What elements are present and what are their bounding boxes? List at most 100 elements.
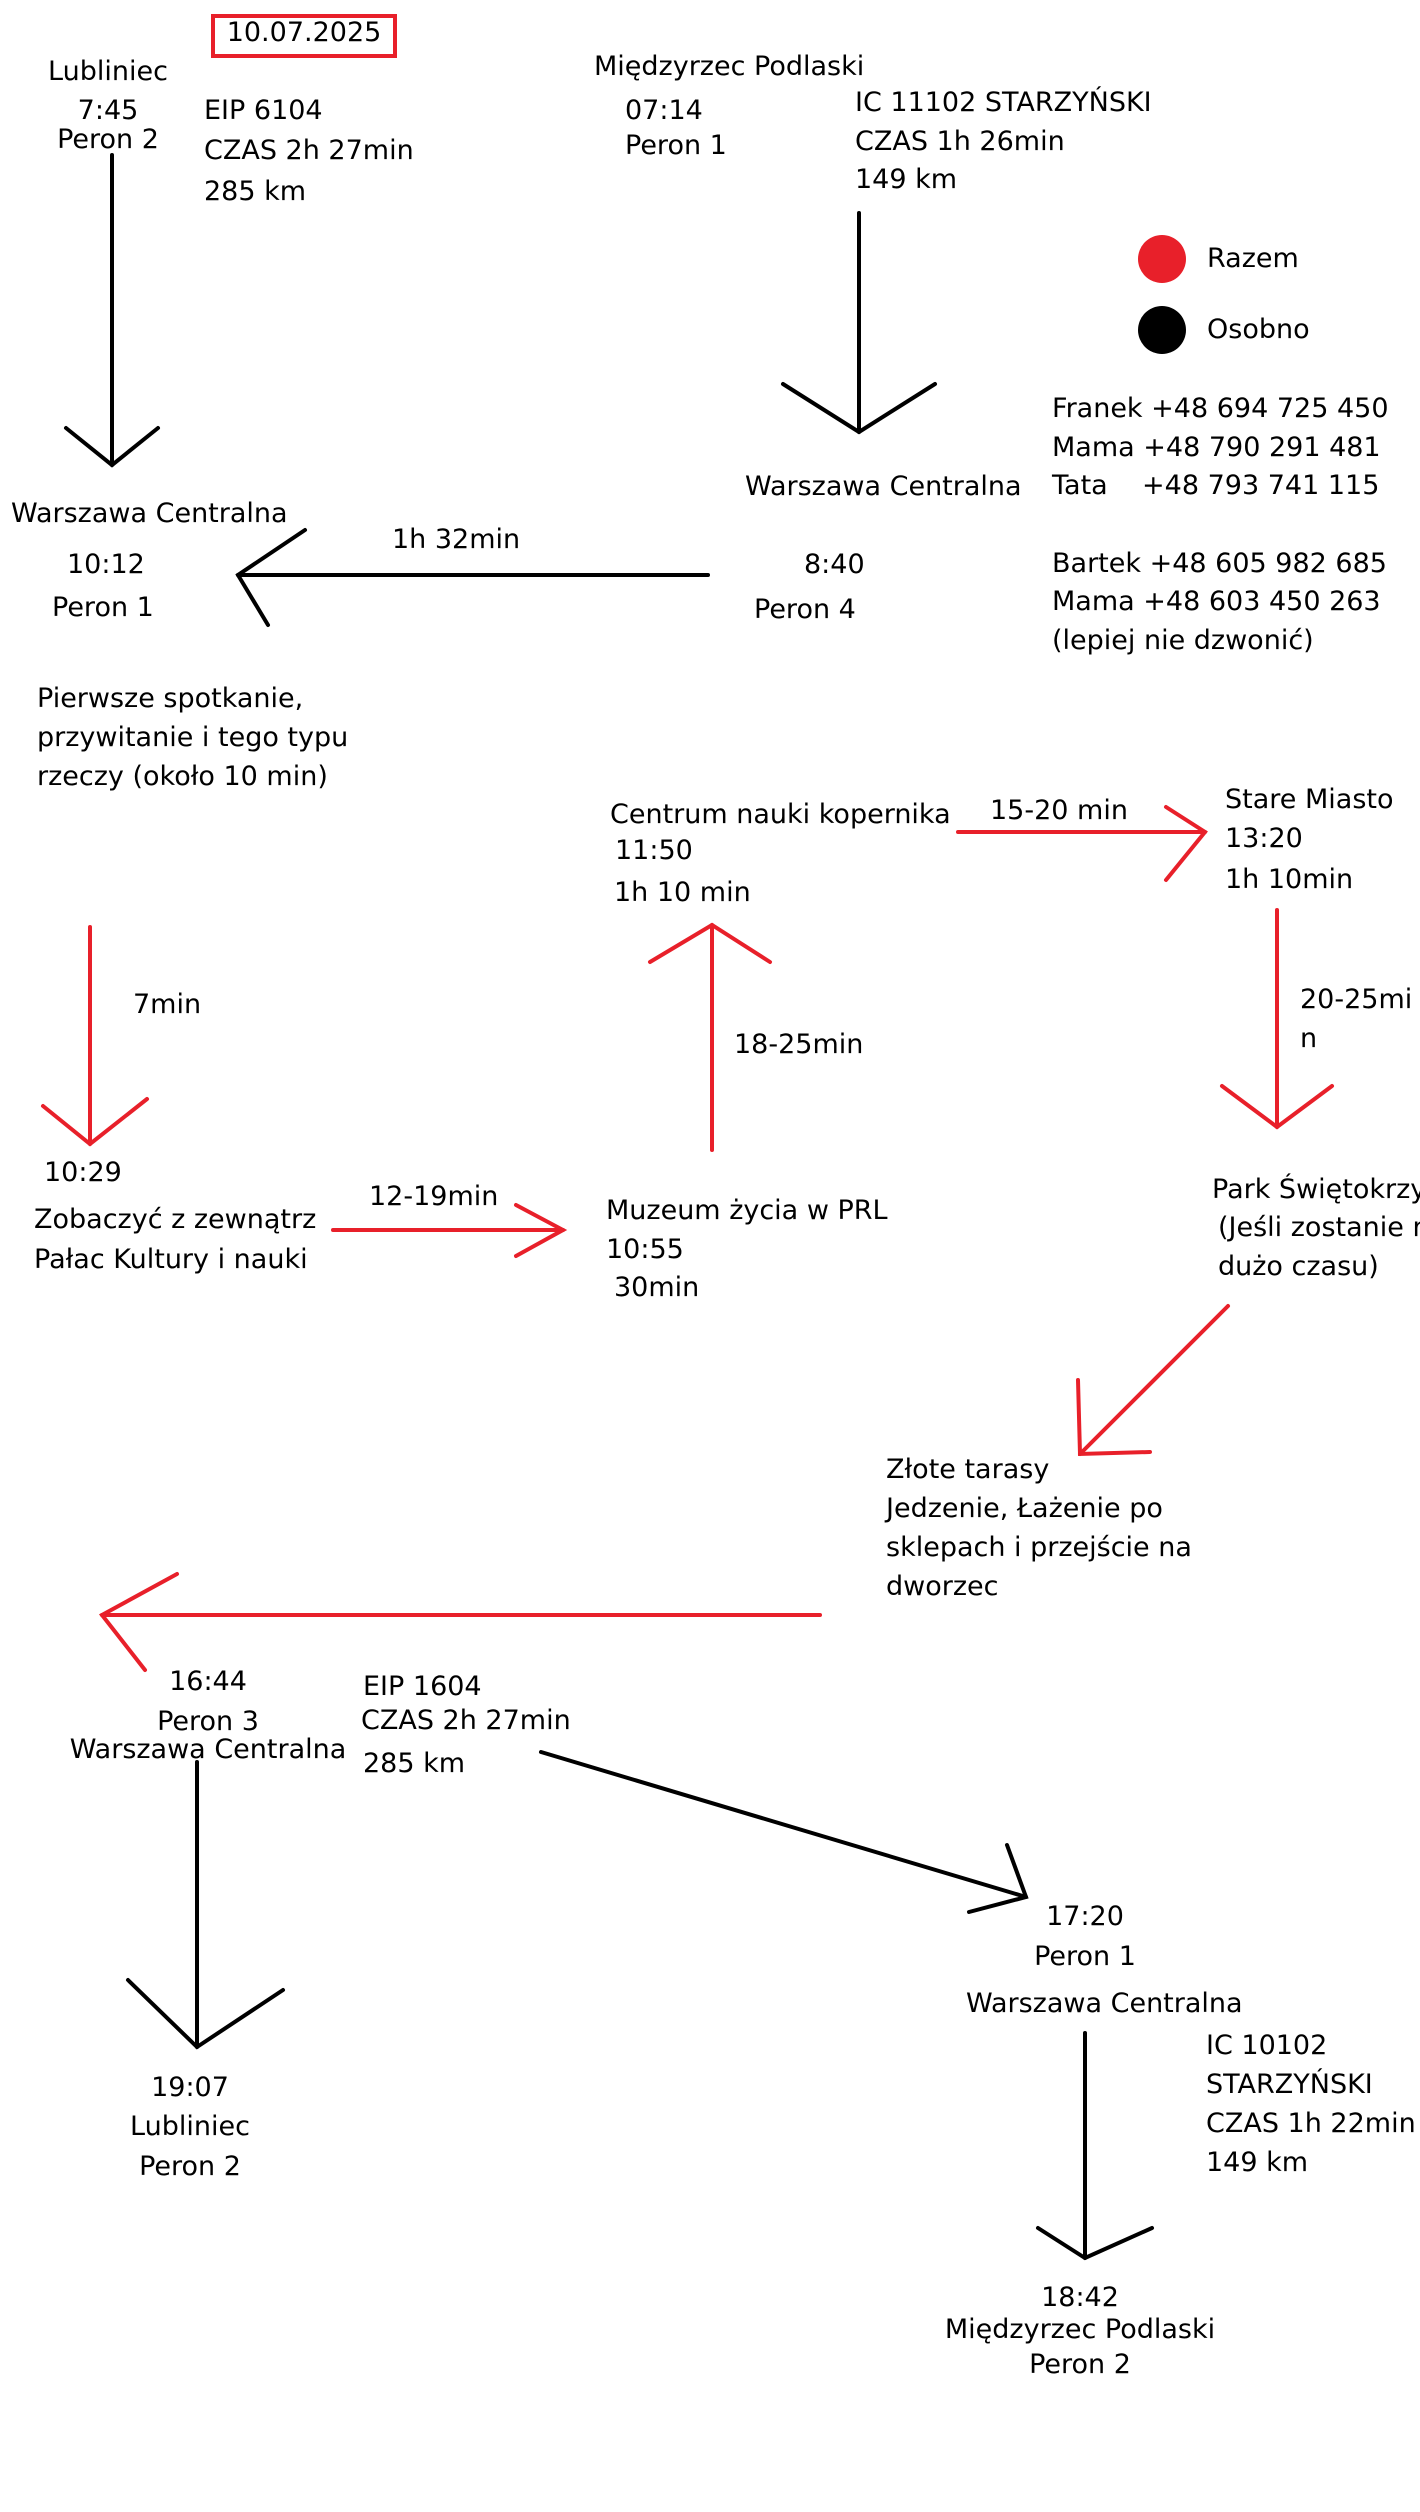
return-l-arrive-station: Lubliniec bbox=[130, 2111, 250, 2142]
walk-5-label-line-2: n bbox=[1300, 1023, 1318, 1054]
palace-line-2: Pałac Kultury i nauki bbox=[34, 1244, 308, 1275]
arrival-b-platform: Peron 4 bbox=[754, 594, 856, 625]
return-l-duration: CZAS 2h 27min bbox=[361, 1705, 571, 1736]
date-box bbox=[211, 14, 397, 58]
arrow-wait-to-warszawa-arrival bbox=[235, 528, 710, 627]
contact-name: Mama bbox=[1052, 586, 1135, 617]
arrow-miedzyrzec-to-warszawa bbox=[781, 211, 937, 435]
return-l-arrive-time: 19:07 bbox=[151, 2072, 229, 2103]
park-name: Park Świętokrzyski bbox=[1212, 1174, 1420, 1205]
contact-phone: +48 793 741 115 bbox=[1142, 470, 1380, 501]
contact-name: Mama bbox=[1052, 432, 1135, 463]
kopernik-duration: 1h 10 min bbox=[614, 877, 751, 908]
return-m-time: 17:20 bbox=[1046, 1901, 1124, 1932]
return-l-platform: Peron 3 bbox=[157, 1706, 259, 1737]
return-m-arrive-platform: Peron 2 bbox=[1029, 2349, 1131, 2380]
walk-5-label-line-1: 20-25mi bbox=[1300, 984, 1413, 1015]
contact-mama-1: Mama +48 790 291 481 bbox=[1052, 428, 1381, 467]
legend-label-razem: Razem bbox=[1207, 243, 1299, 274]
contact-name: Bartek bbox=[1052, 548, 1142, 579]
legend-dot-osobno bbox=[1138, 306, 1186, 354]
wait-label: 1h 32min bbox=[392, 524, 521, 555]
legend-label-osobno: Osobno bbox=[1207, 314, 1310, 345]
contact-tata: Tata +48 793 741 115 bbox=[1052, 466, 1379, 505]
return-m-train-name: STARZYŃSKI bbox=[1206, 2069, 1373, 2100]
return-m-station: Warszawa Centralna bbox=[966, 1988, 1243, 2019]
return-m-platform: Peron 1 bbox=[1034, 1941, 1136, 1972]
arrow-park-to-tarasy bbox=[1076, 1304, 1230, 1457]
return-m-train: IC 10102 bbox=[1206, 2030, 1328, 2061]
arrival-b-time: 8:40 bbox=[804, 549, 865, 580]
miedzyrzec-station: Międzyrzec Podlaski bbox=[594, 51, 865, 82]
lubliniec-train: EIP 6104 bbox=[204, 95, 323, 126]
contact-phone: +48 603 450 263 bbox=[1143, 586, 1381, 617]
palace-line-1: Zobaczyć z zewnątrz bbox=[34, 1204, 317, 1235]
tarasy-line-1: Złote tarasy bbox=[886, 1454, 1050, 1485]
lubliniec-time: 7:45 bbox=[77, 95, 139, 126]
arrow-old-town-to-park bbox=[1220, 908, 1334, 1130]
return-m-arrive-time: 18:42 bbox=[1041, 2282, 1119, 2313]
contact-franek: Franek +48 694 725 450 bbox=[1052, 389, 1389, 428]
arrival-b-station: Warszawa Centralna bbox=[745, 471, 1022, 502]
contact-name: Tata bbox=[1052, 470, 1108, 501]
arrow-lubliniec-to-warszawa bbox=[64, 153, 160, 468]
arrival-a-platform: Peron 1 bbox=[52, 592, 154, 623]
black-arrows bbox=[64, 153, 1154, 2261]
kopernik-name: Centrum nauki kopernika bbox=[610, 799, 951, 830]
contacts-note: (lepiej nie dzwonić) bbox=[1052, 625, 1314, 656]
arrival-a-station: Warszawa Centralna bbox=[11, 498, 288, 529]
palace-time: 10:29 bbox=[44, 1157, 122, 1188]
lubliniec-station: Lubliniec bbox=[48, 56, 168, 87]
contact-phone: +48 605 982 685 bbox=[1149, 548, 1387, 579]
contact-name: Franek bbox=[1052, 393, 1143, 424]
return-m-arrive-station: Międzyrzec Podlaski bbox=[944, 2314, 1216, 2345]
miedzyrzec-distance: 149 km bbox=[855, 164, 958, 195]
meeting-note-line-2: przywitanie i tego typu bbox=[37, 722, 349, 753]
meeting-note-line-3: rzeczy (około 10 min) bbox=[37, 761, 328, 792]
arrow-prl-to-kopernik bbox=[648, 922, 772, 1152]
return-m-duration: CZAS 1h 22min bbox=[1206, 2108, 1416, 2139]
contact-phone: +48 694 725 450 bbox=[1151, 393, 1389, 424]
return-l-arrive-platform: Peron 2 bbox=[139, 2151, 241, 2182]
trip-date: 10.07.2025 bbox=[226, 17, 382, 48]
contact-phone: +48 790 291 481 bbox=[1143, 432, 1381, 463]
arrow-return-to-miedzyrzec bbox=[1036, 2031, 1154, 2261]
miedzyrzec-duration: CZAS 1h 26min bbox=[855, 126, 1065, 157]
meeting-note-line-1: Pierwsze spotkanie, bbox=[37, 683, 304, 714]
red-arrows bbox=[41, 805, 1334, 1672]
old-town-duration: 1h 10min bbox=[1225, 864, 1354, 895]
kopernik-time: 11:50 bbox=[615, 835, 693, 866]
arrow-return-to-warszawa-1720 bbox=[539, 1750, 1029, 1914]
lubliniec-duration: CZAS 2h 27min bbox=[204, 135, 414, 166]
miedzyrzec-time: 07:14 bbox=[625, 95, 703, 126]
tarasy-line-3: sklepach i przejście na bbox=[886, 1532, 1192, 1563]
walk-1-label: 7min bbox=[133, 989, 202, 1020]
arrival-a-time: 10:12 bbox=[67, 549, 145, 580]
tarasy-line-4: dworzec bbox=[886, 1571, 999, 1602]
arrow-return-to-lubliniec bbox=[126, 1760, 285, 2050]
return-l-distance: 285 km bbox=[363, 1748, 466, 1779]
contact-bartek: Bartek +48 605 982 685 bbox=[1052, 544, 1387, 583]
arrow-kopernik-to-old-town bbox=[956, 805, 1208, 882]
old-town-name: Stare Miasto bbox=[1225, 784, 1394, 815]
arrow-meeting-to-palace bbox=[41, 925, 149, 1147]
miedzyrzec-platform: Peron 1 bbox=[625, 130, 727, 161]
prl-duration: 30min bbox=[614, 1272, 700, 1303]
lubliniec-distance: 285 km bbox=[204, 176, 307, 207]
arrow-tarasy-to-station bbox=[98, 1572, 822, 1672]
arrow-palace-to-prl bbox=[331, 1203, 568, 1258]
legend-dot-razem bbox=[1138, 235, 1186, 283]
park-note-line-1: (Jeśli zostanie nam bbox=[1218, 1212, 1420, 1243]
prl-name: Muzeum życia w PRL bbox=[606, 1195, 888, 1226]
prl-time: 10:55 bbox=[606, 1234, 684, 1265]
walk-3-label: 18-25min bbox=[734, 1029, 864, 1060]
lubliniec-platform: Peron 2 bbox=[57, 124, 159, 155]
return-m-distance: 149 km bbox=[1206, 2147, 1309, 2178]
miedzyrzec-train: IC 11102 STARZYŃSKI bbox=[855, 87, 1152, 118]
tarasy-line-2: Jedzenie, Łażenie po bbox=[886, 1493, 1163, 1524]
old-town-time: 13:20 bbox=[1225, 823, 1303, 854]
return-l-time: 16:44 bbox=[169, 1666, 247, 1697]
walk-2-label: 12-19min bbox=[369, 1181, 499, 1212]
walk-4-label: 15-20 min bbox=[990, 795, 1128, 826]
